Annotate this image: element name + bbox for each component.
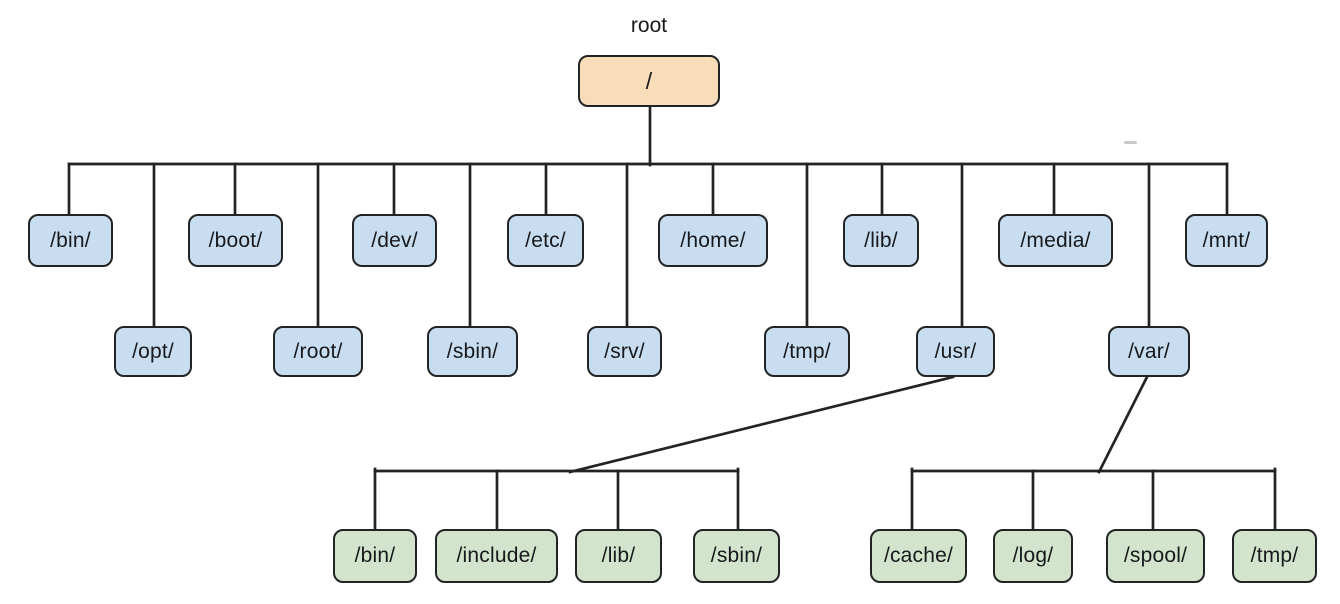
var-diagonal-connector (1097, 375, 1149, 474)
level1-row1-stubs (67, 162, 1229, 219)
level1-row2-stubs (152, 162, 1151, 332)
node-lib: /lib/ (843, 214, 919, 267)
node-usr-include: /include/ (435, 529, 558, 583)
node-root: / (578, 55, 720, 107)
node-root-dir: /root/ (273, 326, 363, 377)
node-dev: /dev/ (352, 214, 437, 267)
node-usr-bin: /bin/ (333, 529, 417, 583)
node-usr-sbin: /sbin/ (693, 529, 780, 583)
node-home: /home/ (658, 214, 768, 267)
node-boot: /boot/ (188, 214, 283, 267)
node-srv: /srv/ (587, 326, 662, 377)
node-var-log: /log/ (993, 529, 1073, 583)
node-tmp: /tmp/ (764, 326, 850, 377)
usr-diagonal-connector (568, 375, 955, 474)
node-var-tmp: /tmp/ (1232, 529, 1317, 583)
node-bin: /bin/ (28, 214, 113, 267)
node-opt: /opt/ (114, 326, 192, 377)
node-var-cache: /cache/ (870, 529, 967, 583)
var-children-stubs (910, 467, 1277, 535)
node-usr: /usr/ (916, 326, 995, 377)
node-var: /var/ (1108, 326, 1190, 377)
node-media: /media/ (998, 214, 1113, 267)
usr-children-stubs (373, 467, 740, 535)
node-usr-lib: /lib/ (575, 529, 662, 583)
node-sbin: /sbin/ (427, 326, 518, 377)
root-caption: root (630, 14, 668, 37)
node-var-spool: /spool/ (1106, 529, 1205, 583)
node-mnt: /mnt/ (1185, 214, 1268, 267)
stray-mark (1124, 141, 1137, 144)
node-etc: /etc/ (507, 214, 584, 267)
